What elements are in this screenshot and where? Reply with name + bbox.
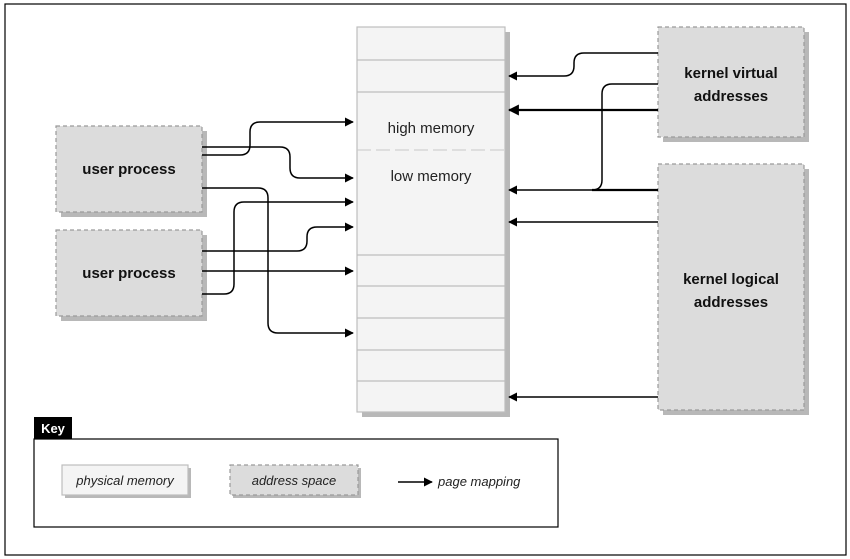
mapping-arrow-user2-a [202,197,354,295]
kernel-virtual-label-line1: kernel virtual [684,65,777,82]
key-physical-memory-swatch [61,464,189,496]
mapping-arrow-kvirt-a [508,52,658,81]
user-mapping-arrows [202,117,354,338]
mapping-arrow-user2-b [202,222,354,252]
key-page-mapping-label: page mapping [437,474,521,489]
kernel-logical-addresses-box: kernel logical addresses [657,163,809,415]
low-memory-label: low memory [391,168,472,185]
user-process-label-1: user process [82,161,175,178]
high-memory-label: high memory [388,120,475,137]
key-address-space-label: address space [252,473,337,488]
kernel-mapping-arrows [507,52,658,402]
key-title-tab [34,417,72,439]
memory-page-dividers [357,59,505,382]
kernel-virtual-label-line2: addresses [694,88,768,105]
user-process-box-1: user process [55,125,207,217]
key-legend: Key physical memory address space page m… [33,417,559,528]
key-physical-memory-label: physical memory [75,473,175,488]
key-address-space-swatch [229,464,359,496]
physical-memory-column: high memory low memory [356,26,510,417]
key-title: Key [41,421,66,436]
user-process-box-2: user process [55,229,207,321]
kernel-logical-label-line1: kernel logical [683,271,779,288]
mapping-arrow-user1-c [202,187,354,338]
mapping-arrow-user1-b [202,146,354,183]
kernel-virtual-addresses-box: kernel virtual addresses [657,26,809,142]
user-process-label-2: user process [82,265,175,282]
kernel-logical-label-line2: addresses [694,294,768,311]
mapping-arrow-user1-a [202,117,354,156]
